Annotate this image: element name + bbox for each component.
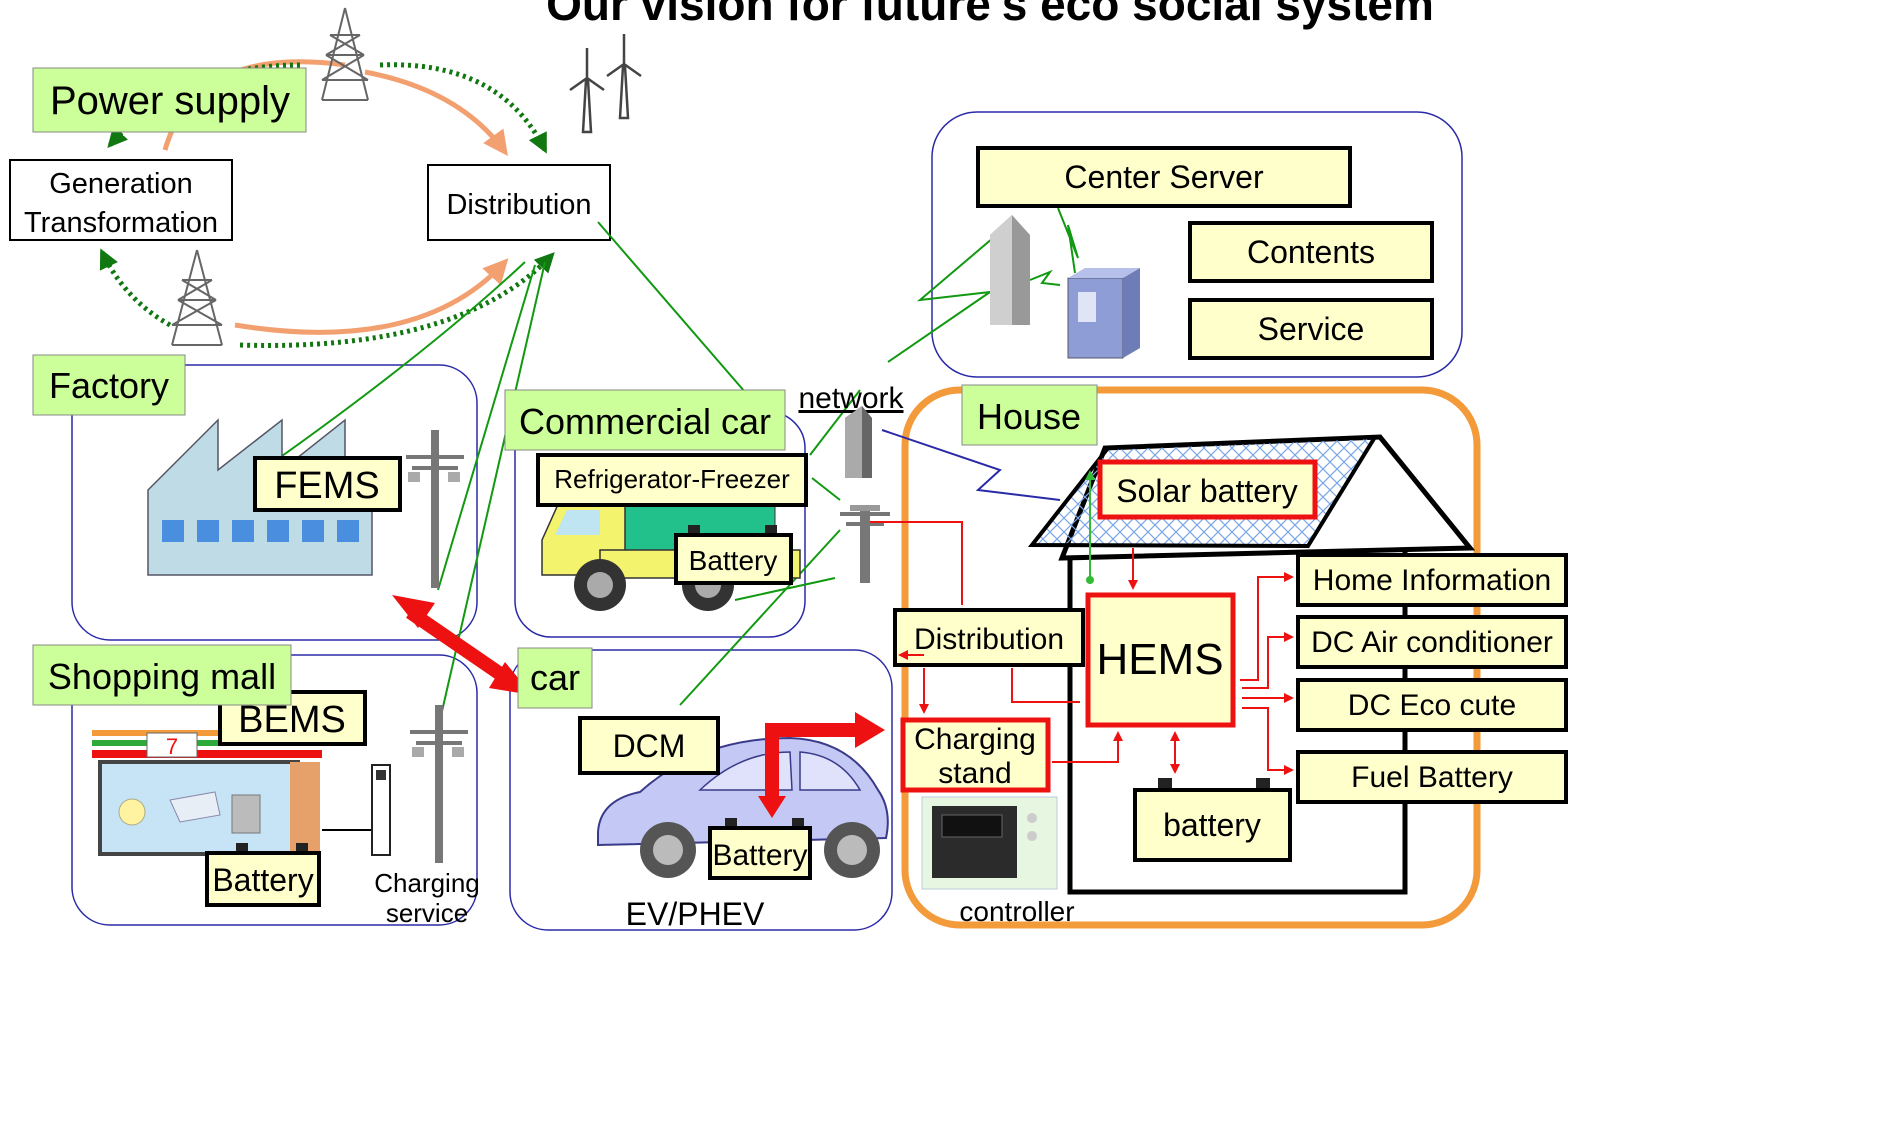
car-charging-arrow: [758, 712, 885, 818]
network-tower-icon: [845, 406, 872, 478]
controller-label: controller: [959, 896, 1074, 927]
center-server-label: Center Server: [1064, 159, 1264, 195]
building-icon: [990, 215, 1030, 325]
shopping-mall-label: Shopping mall: [48, 656, 276, 697]
car-battery-terminal: [725, 818, 737, 828]
power-tower-icon: [321, 7, 369, 101]
service-box: [1188, 298, 1434, 360]
charging-service-label-2: service: [386, 898, 468, 928]
truck-battery-terminal: [765, 525, 777, 535]
factory-region: [71, 364, 478, 641]
center-region: [931, 111, 1463, 378]
mall-battery-box: [205, 851, 321, 907]
store-sign-number: 7: [166, 734, 178, 759]
solar-hems-node: [1086, 576, 1094, 584]
charging-station-icon: [371, 764, 391, 856]
house-battery-terminal: [1256, 778, 1270, 790]
transformation-label: Transformation: [24, 207, 218, 239]
network-label: network: [798, 382, 904, 415]
mall-battery-terminal: [296, 843, 308, 853]
commercial-car-label: Commercial car: [519, 401, 771, 442]
car-battery-terminal: [792, 818, 804, 828]
dc-eco-cute-label: DC Eco cute: [1348, 689, 1516, 722]
generation-transformation-box: [9, 159, 233, 241]
charging-service-label-1: Charging: [374, 868, 480, 898]
power-supply-label: Power supply: [50, 79, 290, 123]
wind-turbine-icon: [569, 34, 642, 134]
car-battery-box: [708, 826, 812, 880]
mall-battery-terminal: [236, 843, 248, 853]
factory-label: Factory: [49, 365, 169, 406]
ev-phev-label: EV/PHEV: [626, 896, 765, 932]
house-utility-pole-icon: [840, 505, 890, 583]
power-tower-icon: [171, 249, 223, 346]
service-label: Service: [1258, 311, 1365, 347]
store-icon: [92, 730, 322, 856]
fuel-battery-label: Fuel Battery: [1351, 761, 1513, 794]
network-blue-line: [881, 429, 1061, 501]
generation-label: Generation: [49, 168, 193, 200]
hems-box: [1085, 592, 1236, 728]
refrigerator-freezer-label: Refrigerator-Freezer: [554, 464, 790, 494]
commercial-car-label-box: [504, 389, 786, 451]
contents-box: [1188, 221, 1434, 283]
car-region: [509, 649, 893, 931]
distribution-label: Distribution: [446, 189, 591, 221]
car-label: car: [530, 657, 580, 698]
server-icon: [1067, 268, 1140, 359]
charging-stand-label-2: stand: [938, 757, 1011, 790]
solar-battery-label: Solar battery: [1116, 473, 1297, 509]
house-distribution-box: [893, 608, 1085, 667]
diagram-title: Our vision for future's eco social syste…: [546, 0, 1434, 30]
hems-connectors: [870, 521, 1294, 775]
fems-label: FEMS: [274, 465, 380, 507]
dcm-box: [578, 716, 720, 775]
power-supply-label-box: [32, 67, 307, 133]
distribution-box: [427, 164, 611, 241]
truck-battery-box: [674, 533, 793, 585]
dc-eco-cute-box: [1296, 678, 1568, 732]
dcm-label: DCM: [613, 728, 686, 764]
hems-label: HEMS: [1096, 635, 1223, 684]
home-information-label: Home Information: [1313, 564, 1551, 597]
charging-stand-box: [900, 717, 1051, 793]
car-label-box: [517, 647, 593, 709]
house-battery-terminal: [1158, 778, 1172, 790]
controller-panel-icon: [921, 796, 1058, 890]
dc-air-conditioner-box: [1296, 615, 1568, 669]
house-battery-label: battery: [1163, 807, 1261, 843]
refrigerator-freezer-box: [536, 453, 808, 507]
utility-pole-icon: [406, 430, 464, 588]
house-distribution-label: Distribution: [914, 623, 1064, 656]
home-information-box: [1296, 553, 1568, 607]
dc-air-conditioner-label: DC Air conditioner: [1311, 626, 1553, 659]
bems-label: BEMS: [238, 699, 346, 741]
solar-battery-box: [1097, 459, 1318, 520]
truck-battery-terminal: [688, 525, 700, 535]
contents-label: Contents: [1247, 234, 1375, 270]
house-label: House: [977, 396, 1081, 437]
truck-battery-label: Battery: [689, 545, 778, 576]
shopping-mall-label-box: [32, 644, 292, 706]
fems-box: [253, 456, 402, 512]
mall-battery-label: Battery: [212, 862, 313, 898]
house-label-box: [961, 384, 1098, 446]
factory-label-box: [32, 354, 186, 416]
house-battery-box: [1133, 788, 1292, 862]
utility-pole-icon: [410, 705, 468, 863]
fuel-battery-box: [1296, 750, 1568, 804]
car-battery-label: Battery: [712, 839, 807, 872]
center-server-box: [976, 146, 1352, 208]
charging-stand-label-1: Charging: [914, 723, 1036, 756]
factory-car-link-arrow: [392, 595, 532, 695]
